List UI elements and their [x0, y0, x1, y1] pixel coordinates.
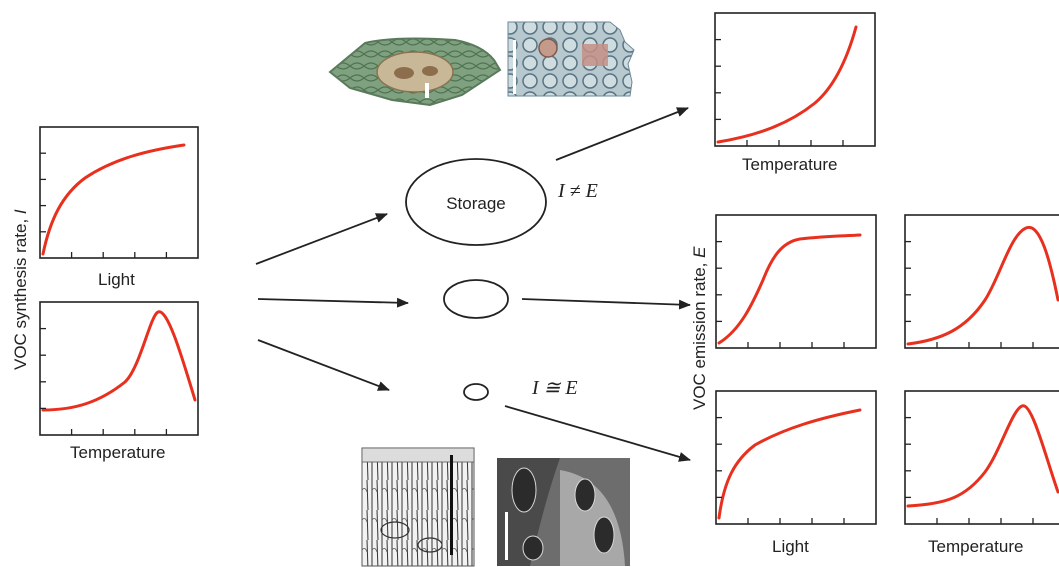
- relation-approx: I ≅ E: [531, 377, 578, 399]
- arrow-to-small-pool: [257, 339, 390, 391]
- emit-storage-curve: [716, 25, 858, 144]
- emit-direct-temp-curve: [906, 404, 1059, 508]
- arrow-to-medium-pool: [257, 297, 409, 308]
- medium-pool-ellipse: [443, 279, 509, 319]
- synth-light-plot: [39, 126, 199, 259]
- emit-storage-xlabel: Temperature: [742, 155, 837, 174]
- synthesis-axis-label: VOC synthesis rate, I: [11, 209, 30, 370]
- emit-storage-plot: [714, 12, 876, 147]
- emit-direct-light-plot: [715, 390, 877, 525]
- emit-mid-light-curve: [717, 233, 862, 345]
- small-pool-ellipse: [463, 383, 489, 401]
- synth-temp-curve: [41, 310, 197, 412]
- synth-temp-plot: [39, 301, 199, 436]
- arrow-small-to-emission: [504, 405, 691, 462]
- emit-direct-light-xlabel: Light: [772, 537, 809, 556]
- emit-direct-temp-plot: [904, 390, 1059, 525]
- synth-temp-xlabel: Temperature: [70, 443, 165, 462]
- synth-light-xlabel: Light: [98, 270, 135, 289]
- emit-mid-temp-plot: [904, 214, 1059, 349]
- storage-label: Storage: [446, 194, 506, 213]
- emit-mid-temp-curve: [906, 225, 1059, 346]
- axis-ticks: [40, 38, 1034, 524]
- emit-direct-light-curve: [717, 408, 862, 520]
- storage-pool-ellipse: [405, 158, 547, 246]
- arrow-storage-to-emission: [555, 107, 689, 161]
- arrow-medium-to-emission: [521, 298, 691, 310]
- leaf-cross-section-image: [328, 37, 502, 107]
- resin-duct-micrograph: [507, 21, 635, 97]
- glandular-tissue-micrograph: [361, 447, 475, 567]
- synth-light-curve: [41, 143, 186, 256]
- chloroplast-micrograph: [497, 458, 630, 566]
- emit-mid-light-plot: [715, 214, 877, 349]
- relation-not-equal: I ≠ E: [557, 180, 598, 202]
- emit-direct-temp-xlabel: Temperature: [928, 537, 1023, 556]
- emission-axis-label: VOC emission rate, E: [690, 246, 709, 410]
- arrow-to-storage: [255, 213, 388, 265]
